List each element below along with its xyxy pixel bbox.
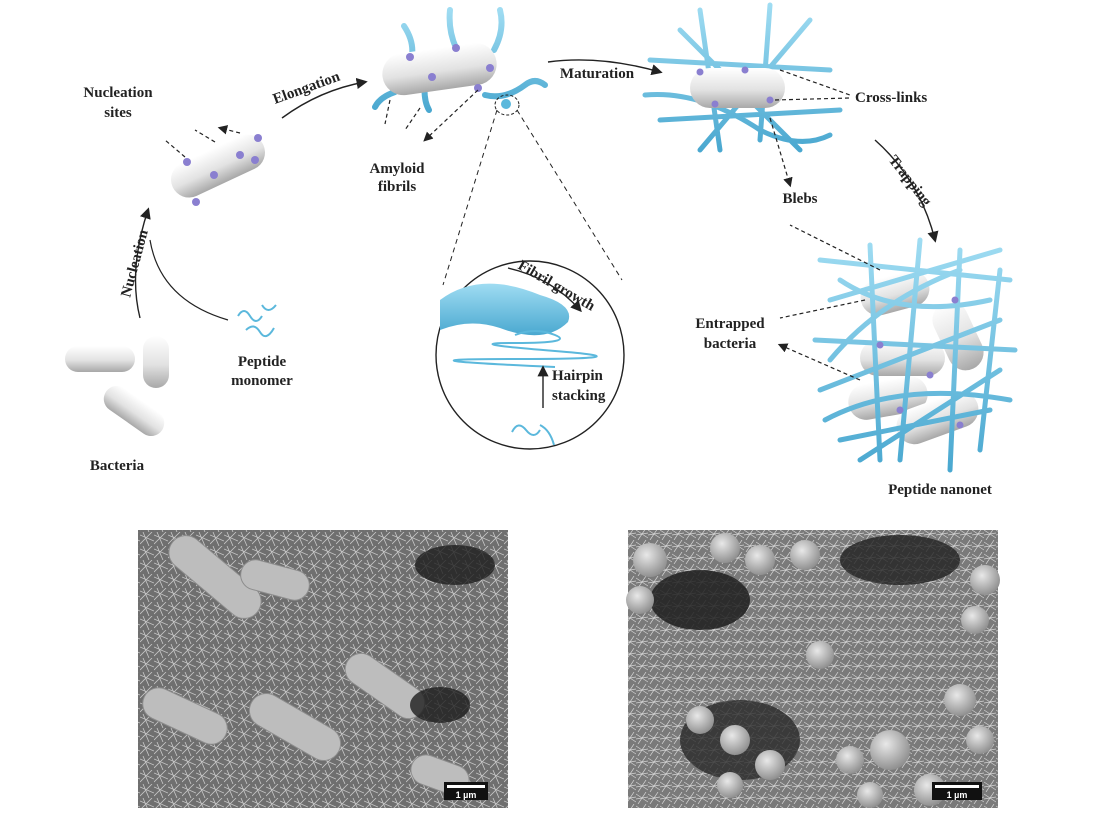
label-blebs: Blebs [782, 191, 817, 207]
hairpin-inset [435, 260, 625, 450]
free-bacteria-illustration [65, 336, 169, 437]
sem-micrograph-rods: 1 µm [138, 530, 508, 808]
elongating-bacterium-illustration [372, 7, 548, 113]
label-amyloid-fibrils-1: Amyloid [369, 161, 425, 177]
label-trapping: Trapping [885, 153, 935, 210]
sem-micrograph-cocci: 1 µm [626, 530, 1000, 808]
amyloid-pointers [384, 89, 479, 140]
label-entrapped-bacteria-2: bacteria [704, 336, 757, 352]
elongation-arrow [281, 77, 368, 119]
label-nucleation: Nucleation [118, 227, 152, 299]
label-maturation: Maturation [560, 66, 635, 82]
entrapped-pointers [780, 224, 881, 381]
scale-bar-right: 1 µm [932, 782, 982, 800]
peptide-nanonet-illustration [812, 237, 1018, 473]
peptide-monomer-icon [237, 304, 277, 338]
label-peptide-nanonet: Peptide nanonet [888, 482, 992, 498]
scale-bar-left: 1 µm [444, 782, 488, 800]
label-nucleation-sites-1: Nucleation [83, 85, 153, 101]
label-amyloid-fibrils-2: fibrils [378, 179, 416, 195]
label-peptide-monomer-1: Peptide [238, 354, 287, 370]
label-entrapped-bacteria-1: Entrapped [695, 316, 765, 332]
trapping-arrow [874, 139, 939, 243]
crosslinked-bacterium-illustration [642, 2, 843, 153]
label-bacteria: Bacteria [90, 458, 145, 474]
crosslink-pointers [769, 69, 851, 185]
zoom-lines [442, 109, 623, 286]
nucleated-bacterium-illustration [170, 134, 266, 206]
monomer-join-arrow [149, 239, 229, 321]
svg-text:1 µm: 1 µm [456, 790, 477, 800]
label-peptide-monomer-2: monomer [231, 373, 293, 389]
label-cross-links: Cross-links [855, 90, 927, 106]
nucleation-site-pointers [164, 128, 241, 158]
nucleation-arrow [134, 207, 151, 319]
svg-text:1 µm: 1 µm [947, 790, 968, 800]
label-hairpin-stacking-1: Hairpin [552, 368, 604, 384]
label-nucleation-sites-2: sites [104, 105, 132, 121]
maturation-arrow [547, 59, 663, 76]
label-hairpin-stacking-2: stacking [552, 388, 606, 404]
